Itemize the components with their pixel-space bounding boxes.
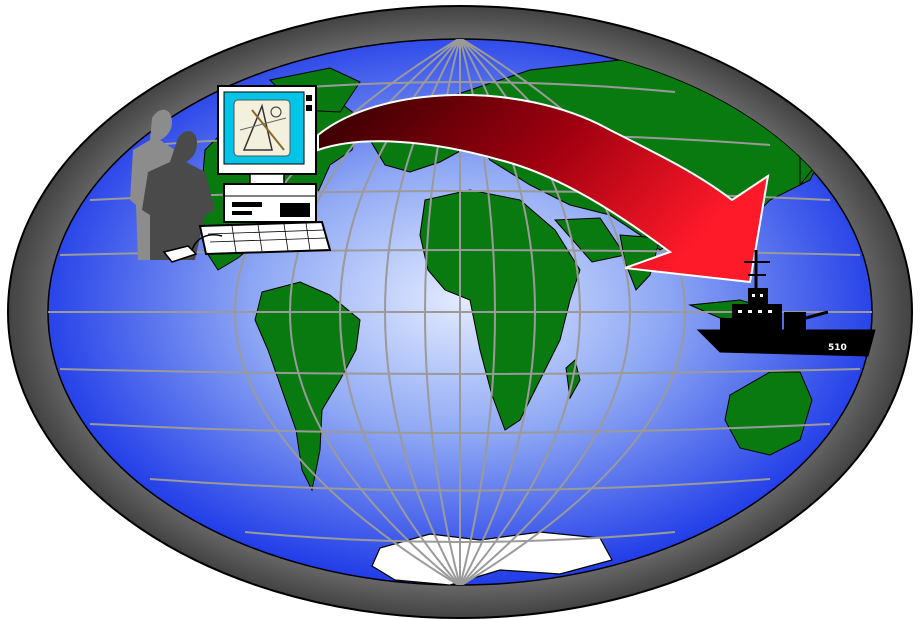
ship-hull-number: 510 <box>828 343 847 353</box>
drafting-tools-icon <box>234 100 290 156</box>
